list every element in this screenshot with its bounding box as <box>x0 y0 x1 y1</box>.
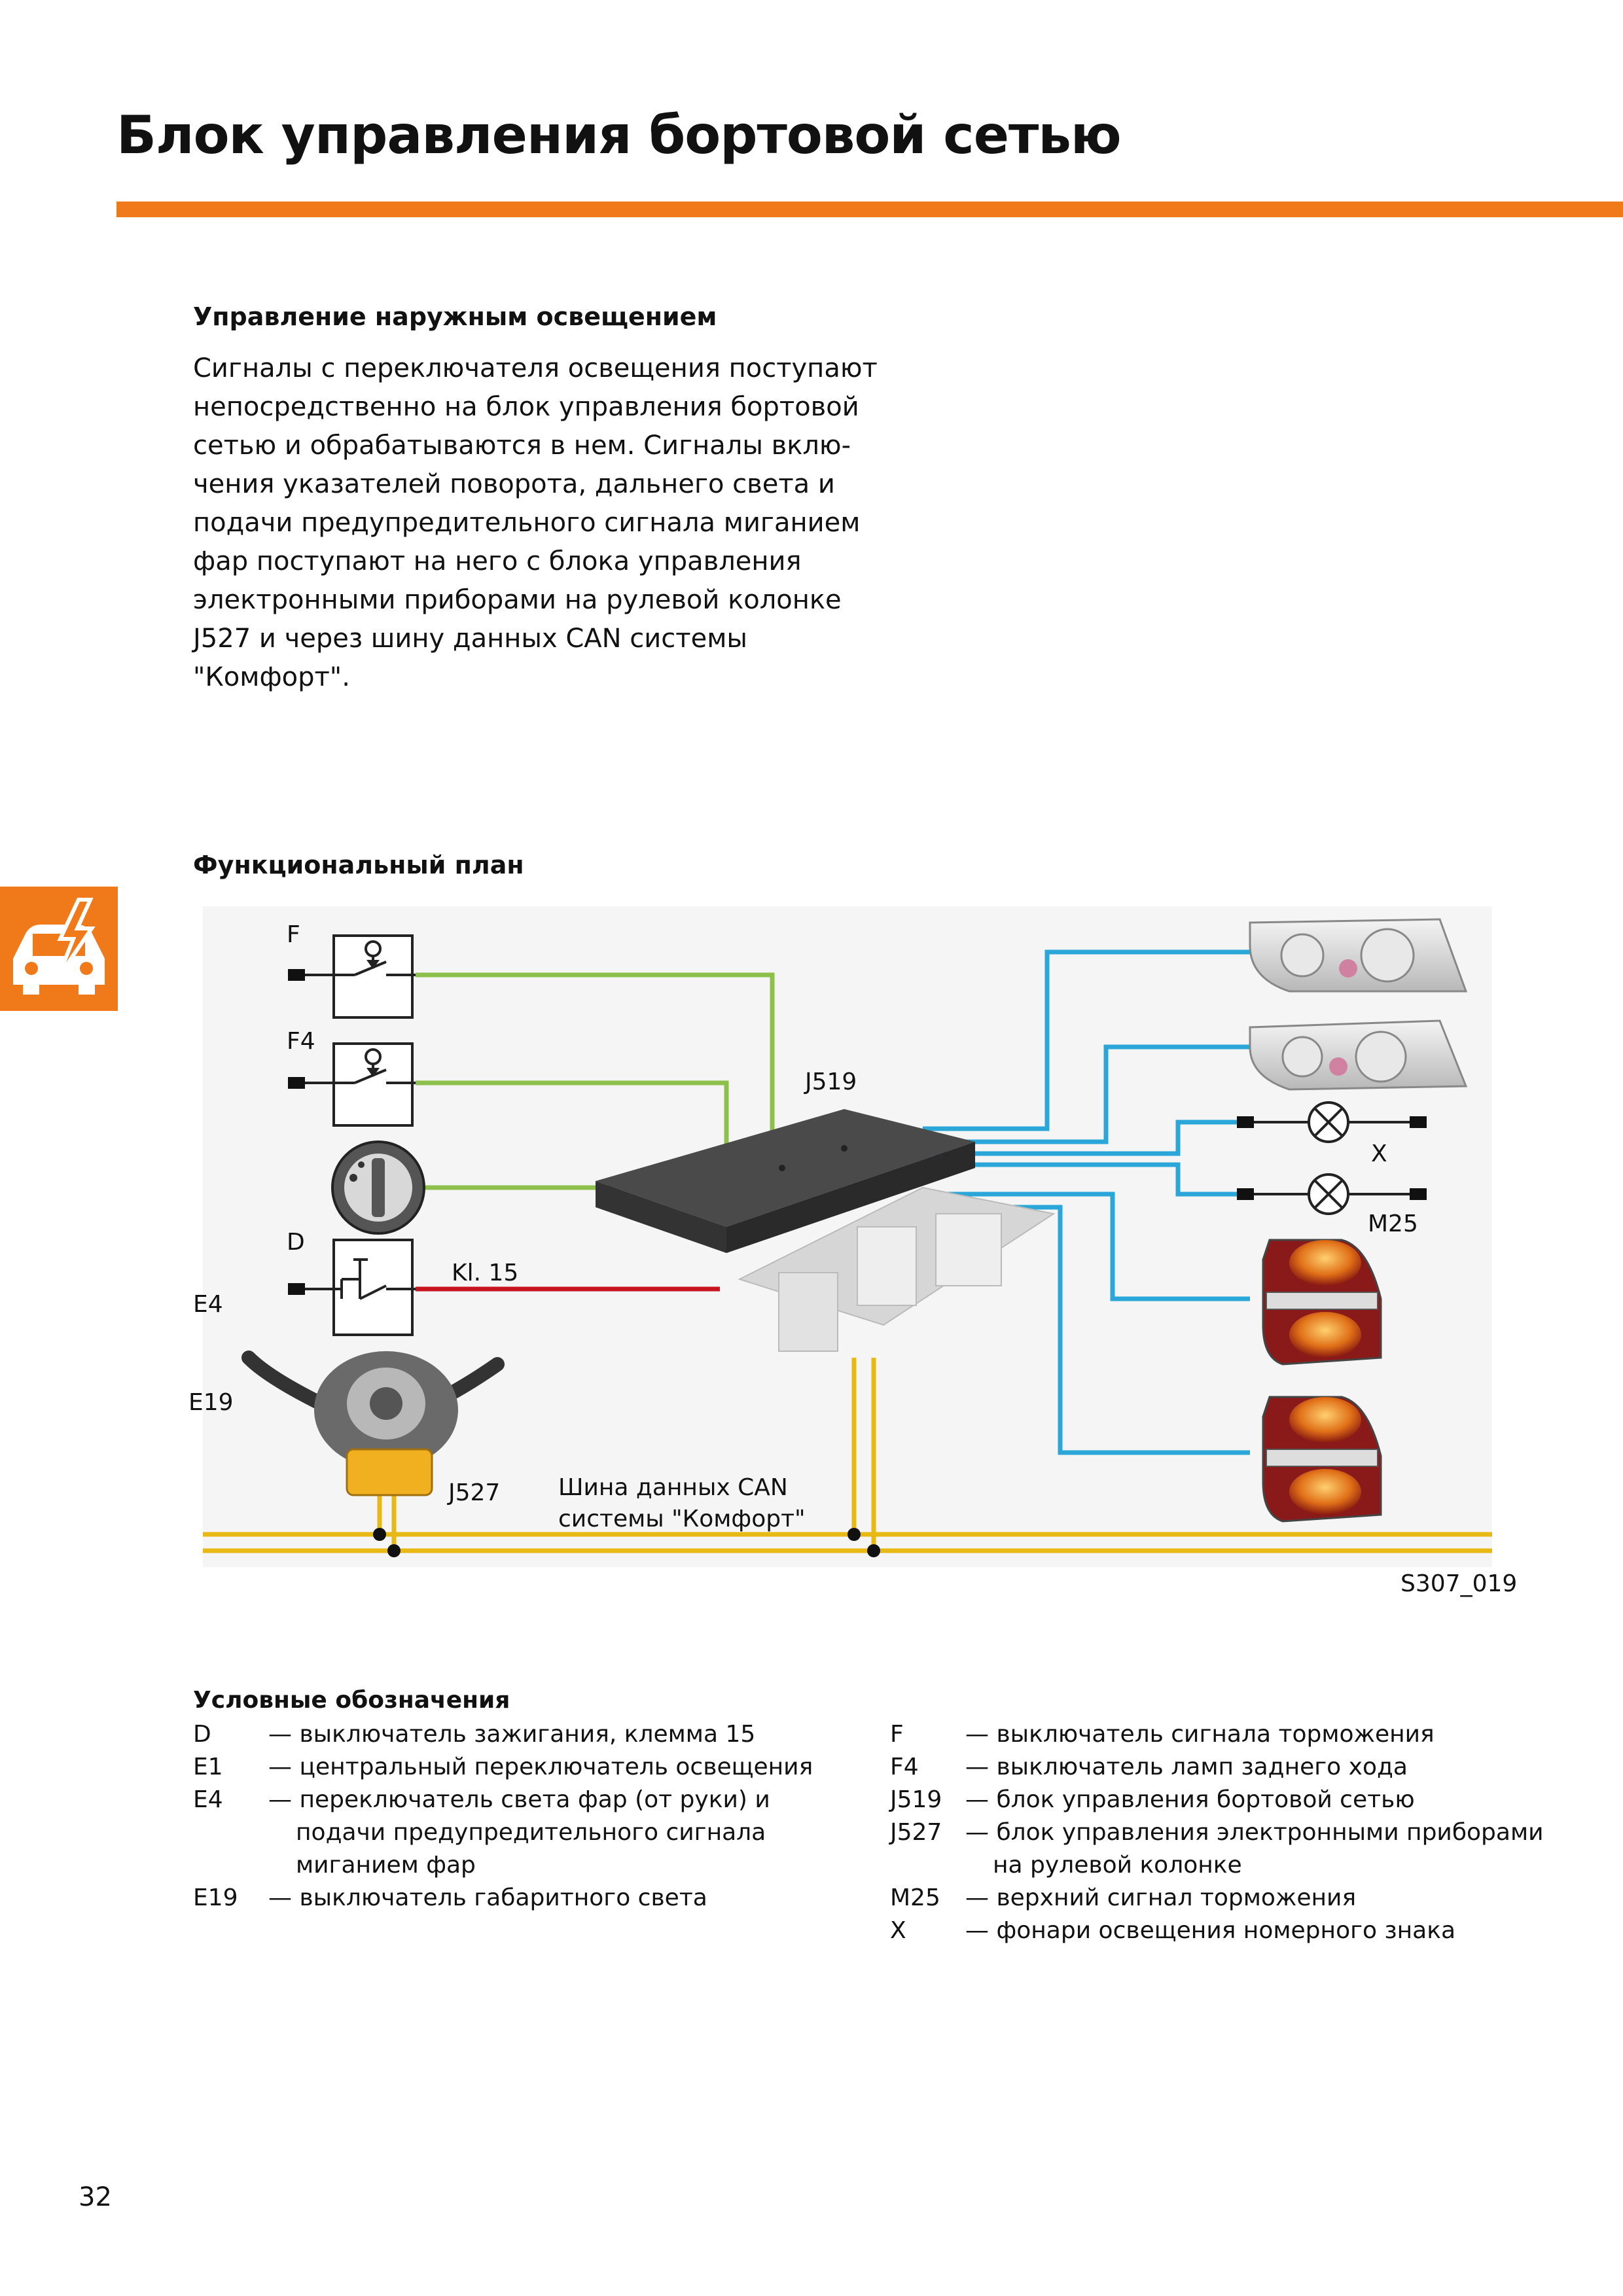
label-j527: J527 <box>447 1479 500 1506</box>
body-text-line: чения указателей поворота, дальнего свет… <box>193 469 835 499</box>
body-text-line: сетью и обрабатываются в нем. Сигналы вк… <box>193 431 851 461</box>
legend-code: F <box>890 1721 904 1748</box>
legend-code: E1 <box>193 1754 223 1780</box>
title-rule <box>116 202 1623 217</box>
legend-code: F4 <box>890 1754 919 1780</box>
label-can-line1: Шина данных CAN <box>558 1474 788 1501</box>
label-e4: E4 <box>193 1291 223 1318</box>
legend-code: J527 <box>890 1819 942 1846</box>
label-m25: M25 <box>1368 1210 1418 1237</box>
body-text-line: непосредственно на блок управления борто… <box>193 392 859 422</box>
car-electrical-icon <box>13 925 105 995</box>
diagram-heading: Функциональный план <box>193 851 524 879</box>
legend-text: миганием фар <box>296 1852 476 1879</box>
onboard-control-unit-j519 <box>596 1109 1056 1352</box>
body-text-line: подачи предупредительного сигнала мигани… <box>193 508 861 538</box>
body-text-line: Сигналы с переключателя освещения поступ… <box>193 353 878 383</box>
headlight-lower <box>1249 1019 1468 1091</box>
legend-code: M25 <box>890 1884 940 1911</box>
headlight-upper <box>1249 918 1468 993</box>
legend-code: E4 <box>193 1786 223 1813</box>
legend-text: — верхний сигнал торможения <box>965 1884 1357 1911</box>
label-f: F <box>287 921 300 948</box>
license-plate-lamp-x <box>1237 1101 1427 1143</box>
reverse-light-switch-f4 <box>288 1042 416 1127</box>
functional-diagram: F F4 D E4 E19 J527 J519 Kl. 15 Шина данн… <box>190 906 1492 1567</box>
body-text-line: электронными приборами на рулевой колонк… <box>193 585 842 615</box>
body-text-line: фар поступают на него с блока управления <box>193 546 802 576</box>
label-kl15: Kl. 15 <box>452 1260 518 1286</box>
lightning-icon <box>56 898 96 980</box>
legend-code: E19 <box>193 1884 238 1911</box>
can-bus <box>203 1358 1492 1557</box>
steering-column-module-j527 <box>241 1351 505 1496</box>
label-x: X <box>1371 1140 1387 1167</box>
blue-wires <box>923 949 1250 1455</box>
label-can-line2: системы "Комфорт" <box>558 1506 806 1532</box>
legend-heading: Условные обозначения <box>193 1687 510 1714</box>
legend-code: J519 <box>890 1786 942 1813</box>
high-brake-lamp-m25 <box>1237 1173 1427 1215</box>
legend-text: — переключатель света фар (от руки) и <box>268 1786 770 1813</box>
legend-text: — фонари освещения номерного знака <box>965 1917 1456 1944</box>
legend-text: — выключатель сигнала торможения <box>965 1721 1435 1748</box>
legend-text: — блок управления электронными приборами <box>965 1819 1544 1846</box>
page-title: Блок управления бортовой сетью <box>116 105 1122 166</box>
legend-text: — блок управления бортовой сетью <box>965 1786 1415 1813</box>
legend-text: — выключатель габаритного света <box>268 1884 707 1911</box>
legend-code: D <box>193 1721 211 1748</box>
page-number: 32 <box>79 2182 112 2212</box>
legend-text: подачи предупредительного сигнала <box>296 1819 766 1846</box>
tail-light-lower <box>1262 1396 1382 1523</box>
label-f4: F4 <box>287 1028 315 1055</box>
label-d: D <box>287 1229 305 1256</box>
label-j519: J519 <box>804 1069 857 1095</box>
body-text-line: J527 и через шину данных CAN системы <box>193 624 747 654</box>
tail-light-upper <box>1262 1239 1382 1366</box>
light-switch-knob <box>331 1140 425 1235</box>
body-text-line: "Комфорт". <box>193 662 350 692</box>
diagram-code: S307_019 <box>1400 1570 1518 1597</box>
legend-text: на рулевой колонке <box>993 1852 1242 1879</box>
label-e19: E19 <box>190 1389 234 1416</box>
legend-text: — выключатель ламп заднего хода <box>965 1754 1408 1780</box>
section-heading: Управление наружным освещением <box>193 302 717 331</box>
legend-text: — центральный переключатель освещения <box>268 1754 813 1780</box>
ignition-switch-d <box>288 1239 416 1336</box>
legend-text: — выключатель зажигания, клемма 15 <box>268 1721 756 1748</box>
brake-light-switch-f <box>288 934 416 1019</box>
legend-code: X <box>890 1917 906 1944</box>
side-tab <box>0 887 118 1011</box>
